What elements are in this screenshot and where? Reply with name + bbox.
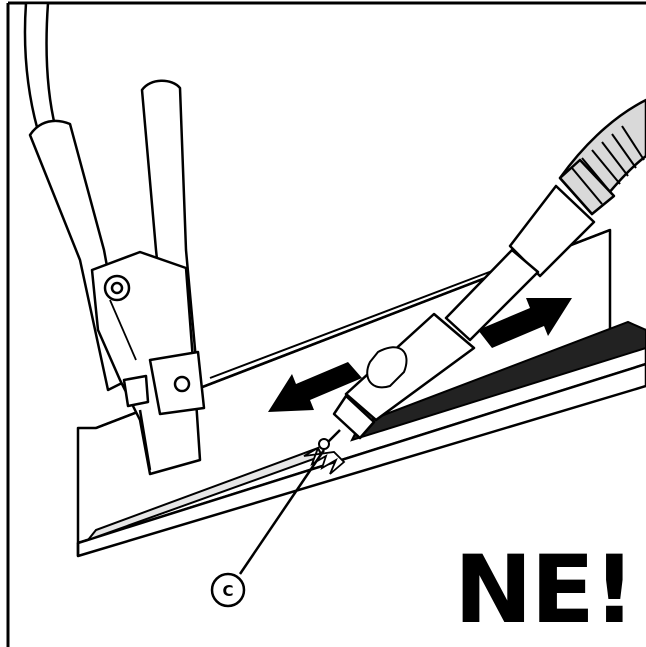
callout-leader [238, 449, 326, 575]
double-arrow-icon [268, 298, 572, 412]
callout-marker: C [210, 572, 246, 608]
weld-spark-icon [303, 438, 346, 475]
arrow-left-icon [268, 362, 362, 412]
arrow-right-icon [478, 298, 572, 348]
ground-clamp [28, 79, 206, 476]
warning-text: NE! [454, 536, 634, 645]
welding-torch [325, 98, 646, 445]
callout-label: C [222, 582, 233, 600]
frame-border [6, 1, 646, 647]
